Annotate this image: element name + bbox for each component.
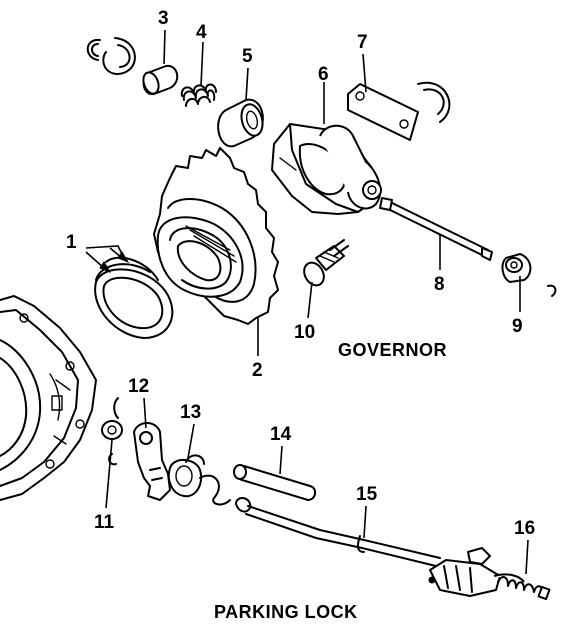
callout-14: 14 (270, 424, 292, 445)
part-13-return-spring (167, 454, 231, 506)
callout-3: 3 (158, 8, 169, 29)
snap-ring-small-right (102, 37, 136, 75)
leader-lines (85, 29, 529, 575)
part-10-bolt (303, 239, 349, 287)
part-5-governor-weight (217, 98, 264, 148)
callout-6: 6 (318, 64, 329, 85)
part-2-governor-gear (153, 147, 279, 325)
callout-4: 4 (196, 22, 207, 43)
part-9-fitting (501, 253, 557, 297)
callout-13: 13 (180, 402, 201, 423)
callout-numbers: 3 4 5 6 7 1 2 8 9 10 11 12 13 14 15 16 (66, 8, 535, 539)
caption-governor: GOVERNOR (338, 340, 447, 360)
callout-1: 1 (66, 232, 77, 253)
part-14-shaft-pin (233, 464, 316, 501)
callout-2: 2 (252, 360, 263, 381)
callout-11: 11 (94, 512, 115, 533)
snap-ring-small-left (86, 38, 101, 61)
callout-5: 5 (242, 46, 253, 67)
leader-arrowheads (99, 251, 130, 274)
callout-12: 12 (128, 376, 149, 397)
part-16-rod-end-assembly (428, 547, 551, 601)
part-6-governor-body (271, 123, 382, 215)
callout-7: 7 (357, 32, 368, 53)
transmission-case (0, 295, 97, 501)
part-3-governor-valve (142, 64, 179, 96)
part-15-parking-rod (235, 497, 441, 567)
part-12-parking-pawl (133, 422, 171, 501)
callout-9: 9 (512, 316, 523, 337)
part-8-governor-bolt (379, 197, 493, 261)
callout-10: 10 (294, 322, 315, 343)
callout-16: 16 (514, 518, 535, 539)
part-11-retaining-clip (101, 397, 123, 466)
caption-parking-lock: PARKING LOCK (214, 602, 358, 622)
part-7-gasket-plate (347, 83, 419, 141)
part-1-seal-rings (94, 256, 174, 339)
snap-ring-right (417, 81, 451, 123)
callout-15: 15 (356, 484, 378, 505)
part-4-spring (180, 83, 217, 107)
callout-8: 8 (434, 274, 445, 295)
